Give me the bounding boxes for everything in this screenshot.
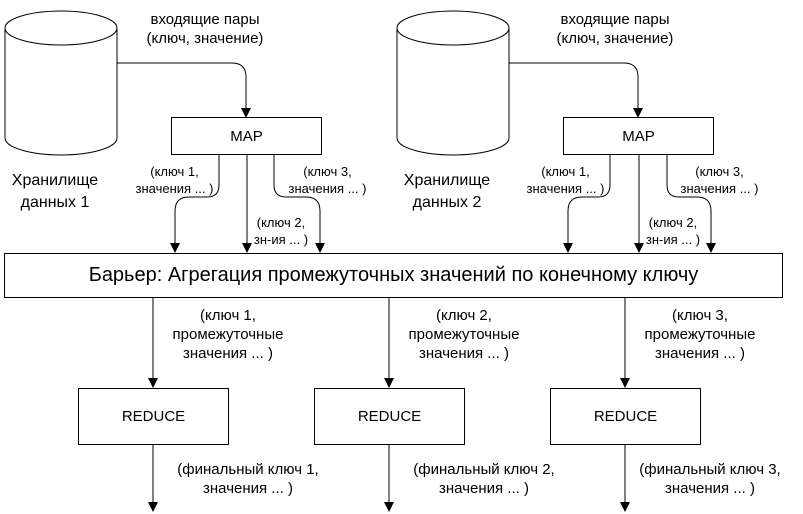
map1-arrow-k1 <box>170 155 220 253</box>
map1-arrow-k3 <box>273 155 325 253</box>
map2-output-k2-label: (ключ 2, зн-ия ... ) <box>645 215 701 247</box>
map-box-1-label: MAP <box>230 127 263 145</box>
storage-2-cylinder <box>396 10 510 156</box>
map2-arrow-k1 <box>563 155 611 253</box>
reduce-box-3-label: REDUCE <box>593 408 658 425</box>
reduce-box-1-label: REDUCE <box>121 408 186 425</box>
reduce-box-1: REDUCE <box>78 388 229 445</box>
input-pairs-label-2: входящие пары (ключ, значение) <box>556 11 674 47</box>
map2-arrow-k3 <box>666 155 716 253</box>
map1-output-k3-label: (ключ 3, значения ... ) <box>288 164 367 196</box>
final-label-2: (финальный ключ 2, значения ... ) <box>413 461 555 497</box>
intermediate-label-3: (ключ 3, промежуточные значения ... ) <box>644 307 756 362</box>
map1-output-k2-label: (ключ 2, зн-ия ... ) <box>253 215 309 247</box>
final-label-1: (финальный ключ 1, значения ... ) <box>177 461 319 497</box>
map1-output-k1-label: (ключ 1, значения ... ) <box>135 164 214 196</box>
map2-output-k1-label: (ключ 1, значения ... ) <box>526 164 605 196</box>
final-label-3: (финальный ключ 3, значения ... ) <box>639 461 781 497</box>
storage-1-label: Хранилище данных 1 <box>11 172 99 211</box>
map-box-2: MAP <box>563 117 714 155</box>
barrier-box: Барьер: Агрегация промежуточных значений… <box>4 253 783 298</box>
map-box-1: MAP <box>171 117 322 155</box>
map2-output-k3-label: (ключ 3, значения ... ) <box>680 164 759 196</box>
intermediate-label-1: (ключ 1, промежуточные значения ... ) <box>172 307 284 362</box>
reduce-box-3: REDUCE <box>550 388 701 445</box>
intermediate-label-2: (ключ 2, промежуточные значения ... ) <box>408 307 520 362</box>
input-pairs-label-1: входящие пары (ключ, значение) <box>146 11 264 47</box>
reduce-box-2: REDUCE <box>314 388 465 445</box>
storage-1-cylinder <box>4 10 118 156</box>
input-arrow-1 <box>117 62 251 118</box>
storage-2-label: Хранилище данных 2 <box>403 172 491 211</box>
reduce-box-2-label: REDUCE <box>357 408 422 425</box>
map-box-2-label: MAP <box>622 127 655 145</box>
barrier-label: Барьер: Агрегация промежуточных значений… <box>88 264 699 286</box>
input-arrow-2 <box>509 62 643 118</box>
